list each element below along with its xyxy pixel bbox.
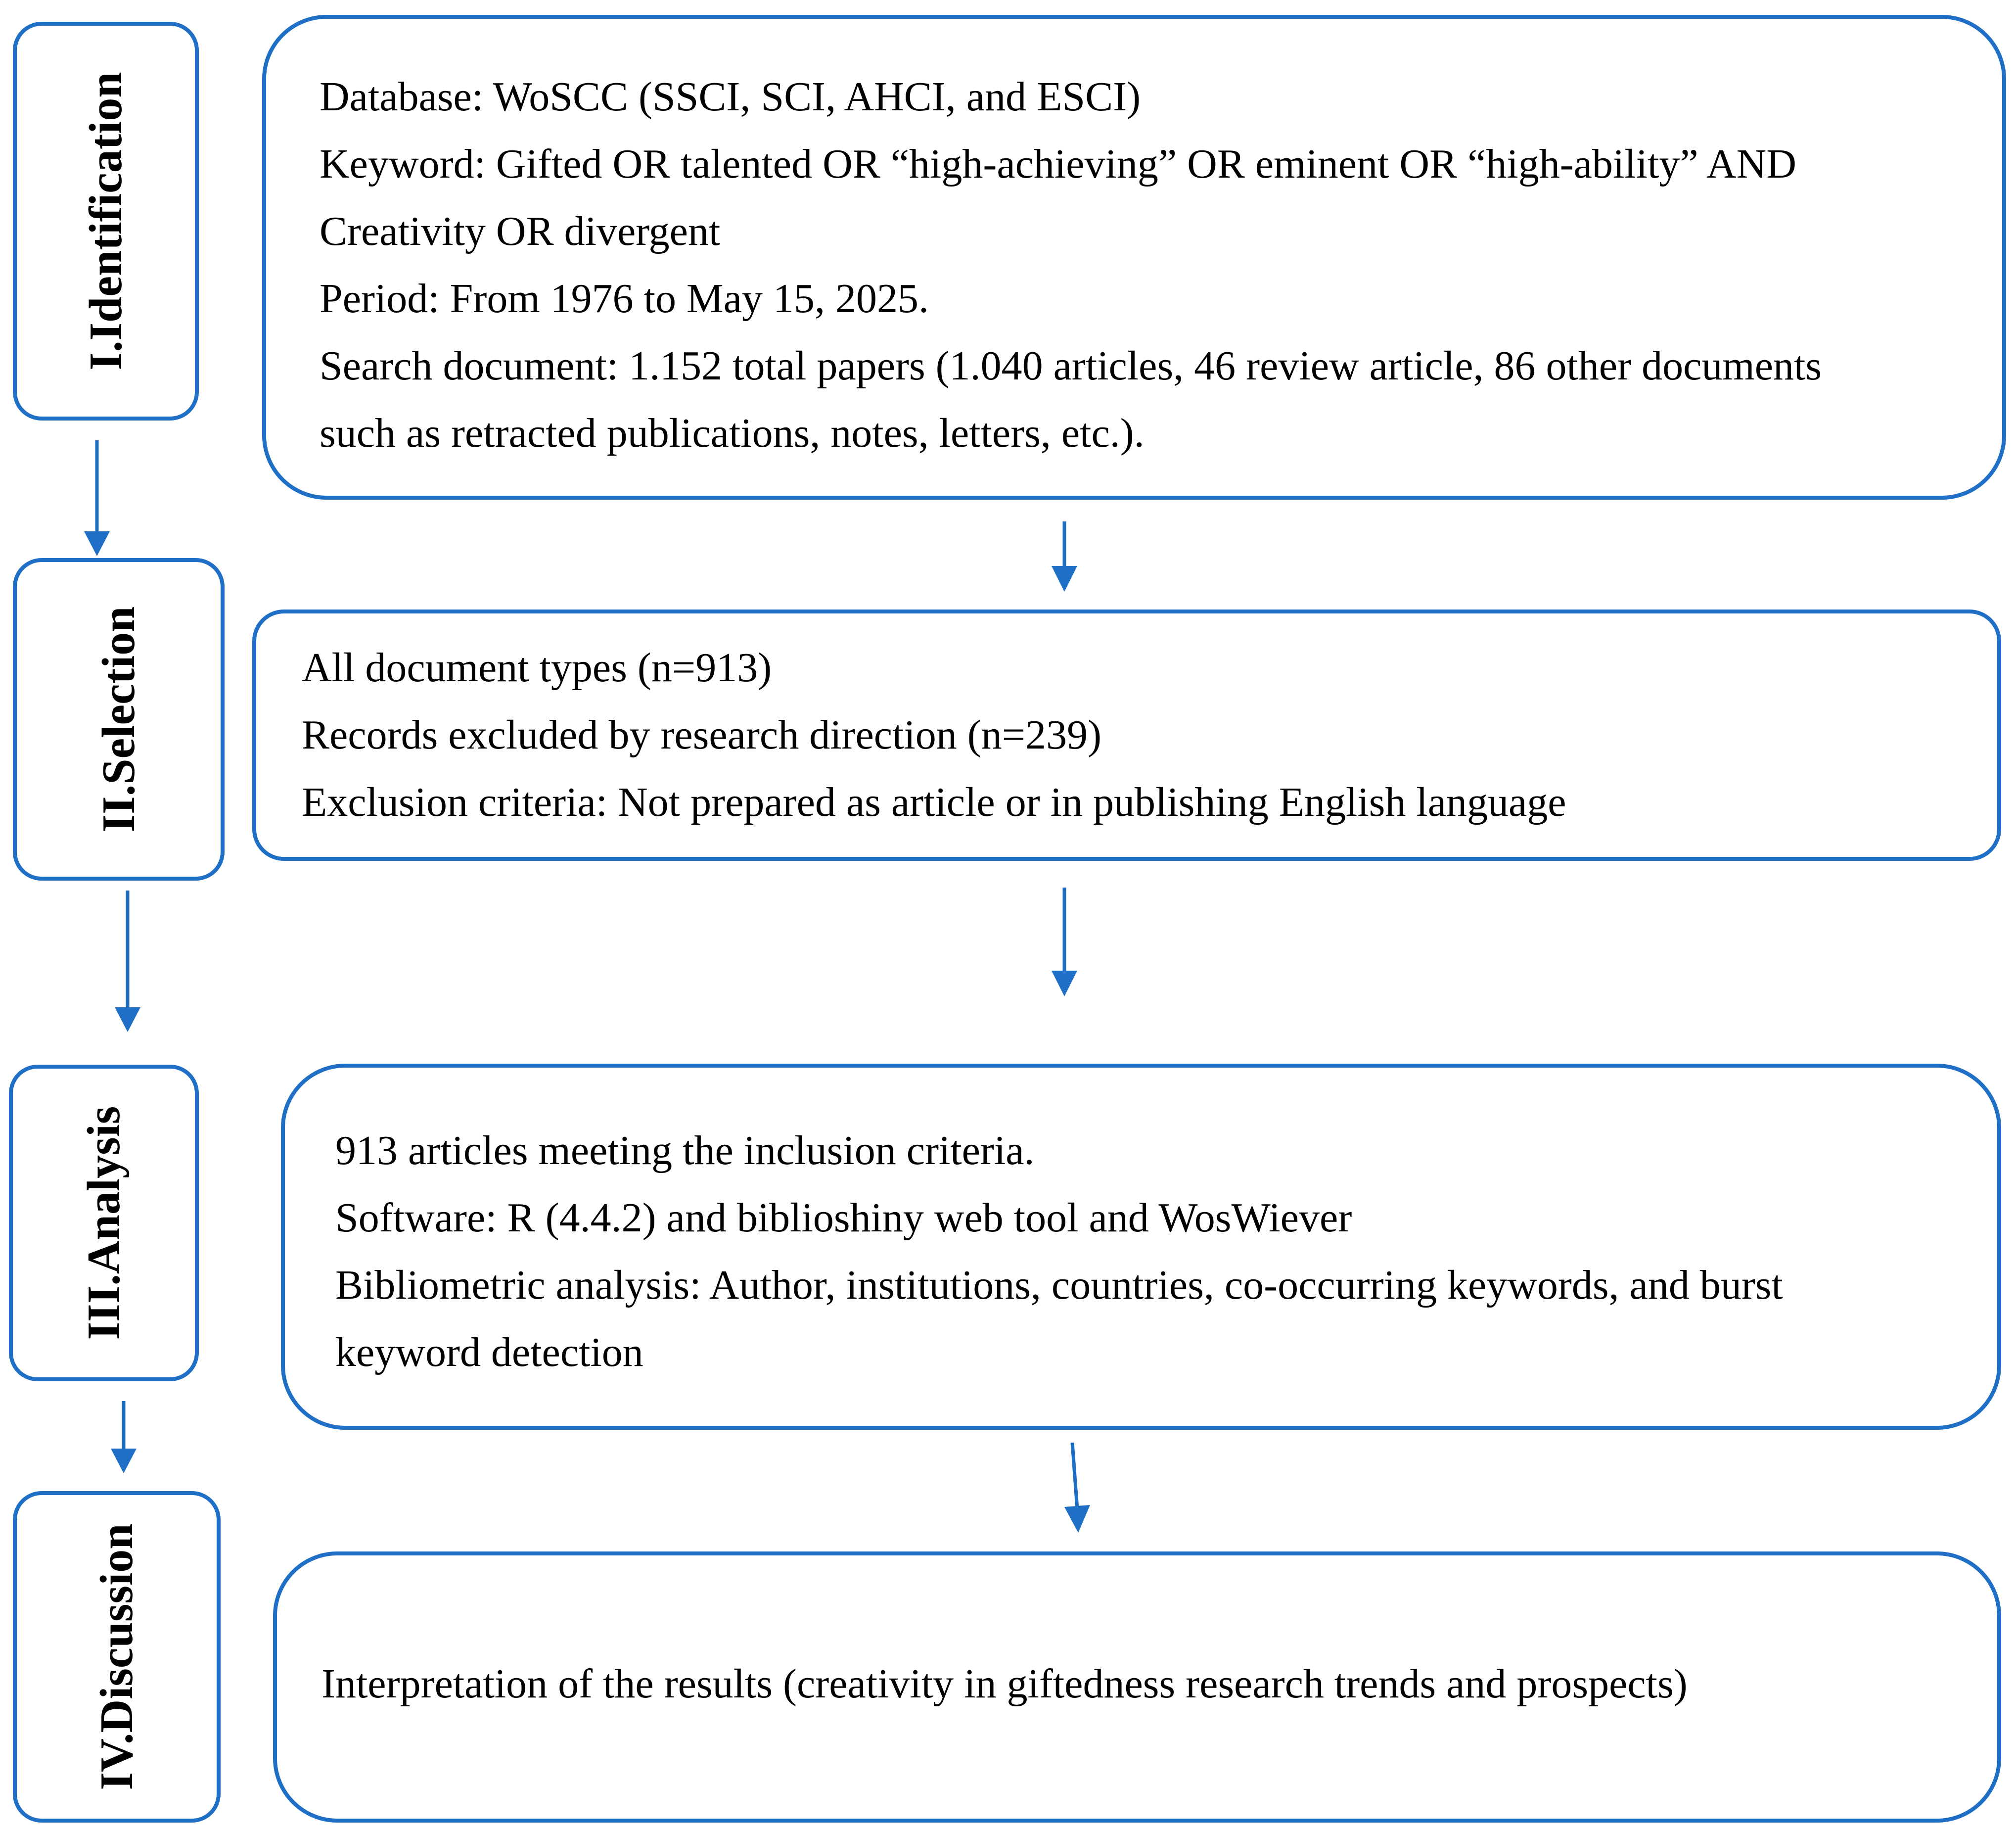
- analysis-bibliometric-line-cont: keyword detection: [335, 1329, 643, 1375]
- selection-excluded-line: Records excluded by research direction (…: [302, 712, 1102, 758]
- arrow-content-identification-to-selection: [1052, 521, 1077, 592]
- content-box-analysis: 913 articles meeting the inclusion crite…: [281, 1064, 2001, 1430]
- identification-database-line: Database: WoSCC (SSCI, SCI, AHCI, and ES…: [320, 74, 1141, 120]
- identification-search-line: Search document: 1.152 total papers (1.0…: [320, 343, 1822, 389]
- selection-criteria-line: Exclusion criteria: Not prepared as arti…: [302, 779, 1566, 825]
- identification-keyword-line: Keyword: Gifted OR talented OR “high-ach…: [320, 141, 1796, 187]
- selection-all-documents-line: All document types (n=913): [302, 645, 772, 691]
- identification-search-line-cont: such as retracted publications, notes, l…: [320, 410, 1145, 456]
- analysis-bibliometric-line: Bibliometric analysis: Author, instituti…: [335, 1262, 1783, 1308]
- arrow-identification-to-selection: [84, 440, 110, 556]
- arrow-content-analysis-to-discussion: [1064, 1442, 1090, 1533]
- content-box-selection: All document types (n=913) Records exclu…: [252, 610, 2001, 861]
- identification-period-line: Period: From 1976 to May 15, 2025.: [320, 276, 929, 322]
- arrow-analysis-to-discussion: [111, 1401, 137, 1473]
- discussion-interpretation-line: Interpretation of the results (creativit…: [321, 1661, 1688, 1707]
- stage-box-discussion: IV.Discussion: [13, 1491, 221, 1823]
- stage-box-selection: II.Selection: [13, 558, 225, 881]
- content-box-discussion: Interpretation of the results (creativit…: [273, 1551, 2001, 1823]
- analysis-software-line: Software: R (4.4.2) and biblioshiny web …: [335, 1195, 1352, 1241]
- discussion-details: Interpretation of the results (creativit…: [321, 1650, 1688, 1718]
- selection-details: All document types (n=913) Records exclu…: [302, 634, 1566, 836]
- stage-box-analysis: III.Analysis: [9, 1065, 199, 1381]
- analysis-articles-line: 913 articles meeting the inclusion crite…: [335, 1127, 1035, 1174]
- identification-keyword-line-cont: Creativity OR divergent: [320, 208, 721, 254]
- arrow-content-selection-to-analysis: [1052, 888, 1077, 996]
- identification-details: Database: WoSCC (SSCI, SCI, AHCI, and ES…: [320, 63, 1822, 467]
- content-box-identification: Database: WoSCC (SSCI, SCI, AHCI, and ES…: [262, 15, 2006, 500]
- analysis-details: 913 articles meeting the inclusion crite…: [335, 1117, 1783, 1386]
- arrow-selection-to-analysis: [115, 891, 140, 1032]
- stage-box-identification: I.Identification: [13, 22, 199, 421]
